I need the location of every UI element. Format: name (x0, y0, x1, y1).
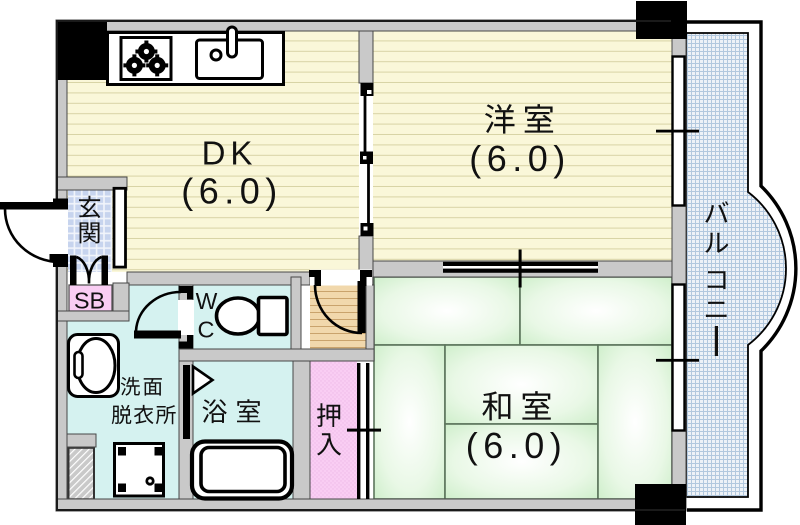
svg-text:(6.0): (6.0) (466, 425, 568, 466)
svg-text:(6.0): (6.0) (469, 138, 571, 179)
svg-text:C: C (198, 317, 215, 343)
svg-text:(6.0): (6.0) (181, 171, 283, 212)
svg-text:W: W (196, 288, 218, 314)
svg-text:DK: DK (202, 135, 258, 172)
svg-text:SB: SB (74, 288, 105, 314)
